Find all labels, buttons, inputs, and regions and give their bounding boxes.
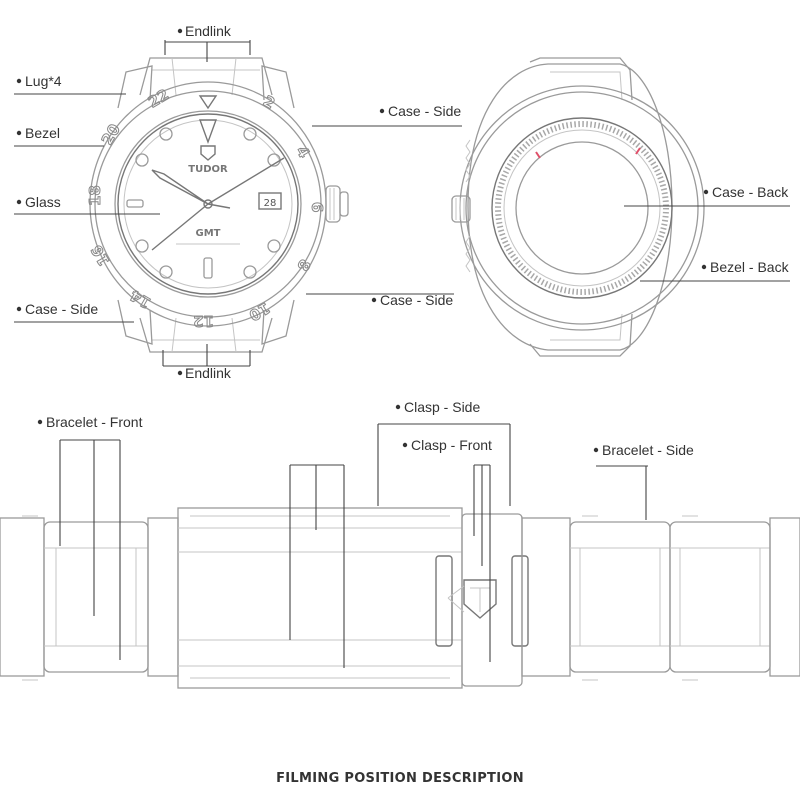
bullet-dot-icon (177, 28, 183, 34)
bezel-number: 12 (193, 312, 214, 330)
clasp-tudor-shield-icon (447, 579, 497, 619)
callout-endlink-top-label: Endlink (185, 23, 232, 39)
callout-case-side-left: Case - Side (16, 301, 98, 317)
callout-endlink-bottom-label: Endlink (185, 365, 232, 381)
callout-endlink-top: Endlink (177, 23, 232, 39)
callout-case-side-left-label: Case - Side (25, 301, 98, 317)
bullet-dot-icon (703, 189, 709, 195)
callout-case-back: Case - Back (703, 184, 789, 200)
bullet-dot-icon (371, 297, 377, 303)
bullet-dot-icon (701, 264, 707, 270)
callout-labels: Endlink Lug*4 Bezel Glass Case - Side En… (16, 23, 790, 458)
bezel-number: 18 (86, 185, 104, 206)
watch-front-sketch: 28 TUDOR GMT 22 2 4 6 8 10 12 14 16 18 2… (86, 57, 349, 353)
bullet-dot-icon (379, 108, 385, 114)
bullet-dot-icon (16, 130, 22, 136)
date-window-text: 28 (264, 198, 277, 209)
callout-clasp-side-label: Clasp - Side (404, 399, 480, 415)
bullet-dot-icon (37, 419, 43, 425)
bezel-number: 6 (308, 202, 326, 212)
callout-bracelet-side-label: Bracelet - Side (602, 442, 694, 458)
dial-shield-icon (200, 145, 216, 161)
bullet-dot-icon (177, 370, 183, 376)
callout-bezel-label: Bezel (25, 125, 60, 141)
callout-clasp-side: Clasp - Side (395, 399, 480, 415)
bezel-number: 10 (246, 299, 273, 325)
callout-clasp-front: Clasp - Front (402, 437, 492, 453)
dial-brand: TUDOR (188, 164, 228, 175)
callout-glass-label: Glass (25, 194, 61, 210)
bezel-number: 14 (127, 286, 154, 312)
callout-bracelet-side: Bracelet - Side (593, 442, 694, 458)
callout-case-side-bottom-right: Case - Side (371, 292, 453, 308)
callout-clasp-front-label: Clasp - Front (411, 437, 492, 453)
callout-case-back-label: Case - Back (712, 184, 789, 200)
callout-case-side-top-right-label: Case - Side (388, 103, 461, 119)
callout-bracelet-front-label: Bracelet - Front (46, 414, 143, 430)
bullet-dot-icon (16, 306, 22, 312)
bezel-number: 16 (87, 242, 113, 269)
bracelet-sketch (0, 507, 800, 689)
dial-model: GMT (196, 228, 221, 239)
callout-bezel: Bezel (16, 125, 60, 141)
callout-case-side-top-right: Case - Side (379, 103, 461, 119)
callout-case-side-bottom-right-label: Case - Side (380, 292, 453, 308)
leader-lines (14, 40, 790, 668)
callout-endlink-bottom: Endlink (177, 365, 232, 381)
bezel-number: 4 (293, 143, 314, 161)
bezel-number: 2 (260, 92, 278, 113)
bullet-dot-icon (395, 404, 401, 410)
bullet-dot-icon (16, 199, 22, 205)
callout-glass: Glass (16, 194, 61, 210)
callout-bezel-back-label: Bezel - Back (710, 259, 790, 275)
callout-lug-label: Lug*4 (25, 73, 62, 89)
callout-lug: Lug*4 (16, 73, 62, 89)
bezel-number: 8 (293, 256, 314, 274)
page-title: FILMING POSITION DESCRIPTION (276, 771, 524, 786)
bullet-dot-icon (593, 447, 599, 453)
callout-bracelet-front: Bracelet - Front (37, 414, 143, 430)
bullet-dot-icon (16, 78, 22, 84)
callout-bezel-back: Bezel - Back (701, 259, 790, 275)
watch-back-sketch (451, 57, 705, 357)
bullet-dot-icon (402, 442, 408, 448)
bezel-number: 20 (98, 121, 124, 148)
